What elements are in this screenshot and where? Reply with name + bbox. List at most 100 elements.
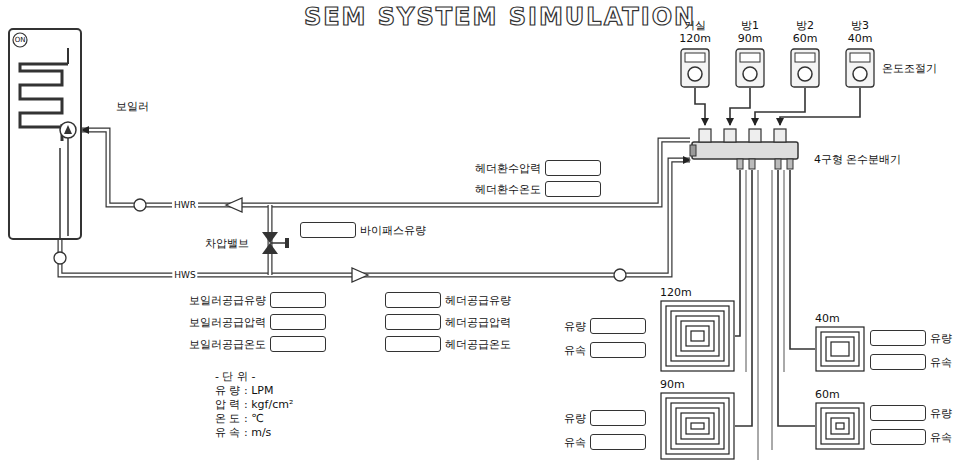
shape-part [780, 88, 860, 125]
shape-part [846, 49, 874, 87]
shape-part [699, 129, 711, 142]
return-lines [746, 170, 784, 460]
value-box: 헤더공급온도 [385, 336, 441, 352]
coil-drawing [660, 300, 735, 372]
thermostat: 방190m [735, 48, 765, 88]
field-label: 유속 [564, 344, 586, 357]
shape-part [661, 301, 734, 371]
edge-label: HWR [172, 200, 198, 210]
drawing-part [772, 170, 773, 450]
shape-part [749, 129, 761, 142]
shape-part [82, 130, 690, 205]
coil-length: 60m [815, 388, 840, 401]
connector [695, 88, 705, 125]
manifold: 4구형 온수분배기 [690, 125, 800, 170]
thermostat: 방340m [845, 48, 875, 88]
shape-part [821, 408, 859, 444]
shape-part [695, 88, 705, 125]
shape-part [774, 129, 786, 142]
value-box: 유량 [590, 410, 646, 426]
value-box: 보일러공급온도 [270, 336, 326, 352]
drawing-part [758, 170, 759, 460]
header-drawing [690, 125, 800, 170]
room-label: 방2 [793, 19, 818, 32]
shape-part [82, 130, 690, 205]
boiler-drawing [8, 28, 82, 240]
drawing-part [352, 268, 368, 282]
drawing-part [226, 198, 242, 212]
field-label: 유속 [930, 431, 952, 444]
room-label: 40m [848, 32, 873, 45]
thermostat-label: 방340m [848, 19, 873, 45]
thermostat-label: 방260m [793, 19, 818, 45]
shape-part [778, 170, 815, 426]
shape-part [816, 327, 864, 371]
flow-meter [54, 199, 626, 281]
differential-valve [262, 232, 289, 254]
unit-note: 유 량 : LPM [215, 384, 273, 397]
shape-part [686, 418, 709, 434]
field-label: 유속 [564, 436, 586, 449]
unit-note: 온 도 : ℃ [215, 412, 264, 425]
room-label: 60m [793, 32, 818, 45]
room-label: 120m [679, 32, 711, 45]
shape-part [775, 159, 781, 169]
shape-part [790, 170, 815, 349]
shape-part [853, 67, 867, 81]
value-box: 유속 [590, 342, 646, 358]
shape-part [681, 49, 709, 87]
shape-part [826, 337, 854, 361]
field-label: 헤더공급온도 [445, 338, 511, 351]
therm-drawing [735, 48, 765, 88]
drawing-part [54, 252, 66, 264]
value-box: 유량 [870, 405, 926, 421]
unit-note: 유 속 : m/s [215, 426, 271, 439]
drawing-part [270, 242, 286, 244]
coil-drawing [660, 392, 735, 460]
value-box: 유량 [590, 318, 646, 334]
field-label: 보일러공급온도 [189, 338, 266, 351]
value-box: 보일러공급유량 [270, 292, 326, 308]
therm-drawing [845, 48, 875, 88]
shape-part [681, 413, 714, 439]
unit-note: 압 력 : kgf/cm² [215, 398, 293, 411]
shape-part [691, 331, 704, 341]
drawing-part [262, 232, 278, 243]
shape-part [692, 142, 798, 159]
shape-part [9, 29, 81, 239]
value-box: 유량 [870, 330, 926, 346]
shape-part [821, 332, 859, 366]
shape-part [735, 170, 740, 336]
value-box: 바이패스유량 [300, 222, 356, 238]
drawing-part [285, 238, 289, 248]
floor-coil: 90m [660, 392, 735, 460]
connector [735, 170, 740, 336]
shape-part [735, 170, 752, 426]
shape-part [661, 393, 734, 459]
field-label: 유량 [930, 332, 952, 345]
drawing-part [614, 269, 626, 281]
connector [780, 88, 860, 125]
shape-part [737, 159, 743, 169]
value-box: 헤더환수압력 [545, 160, 601, 176]
shape-part [691, 423, 704, 429]
floor-coil: 40m [815, 326, 865, 372]
field-label: 보일러공급압력 [189, 316, 266, 329]
shape-part [666, 306, 729, 366]
value-box: 헤더공급압력 [385, 314, 441, 330]
field-label: 바이패스유량 [360, 224, 426, 237]
shape-part [740, 53, 760, 62]
field-label: 유량 [930, 407, 952, 420]
shape-part [826, 413, 854, 439]
room-label: 거실 [679, 19, 711, 32]
shape-part [686, 326, 709, 346]
shape-part [850, 53, 870, 62]
shape-part [13, 33, 27, 47]
field-label: 보일러 [116, 100, 149, 113]
field-label: 유량 [564, 412, 586, 425]
diagram-title: SEM SYSTEM SIMULATION [300, 3, 700, 31]
thermostat: 거실120m [680, 48, 710, 88]
room-label: 방1 [738, 19, 763, 32]
field-label: 헤더공급유량 [445, 294, 511, 307]
